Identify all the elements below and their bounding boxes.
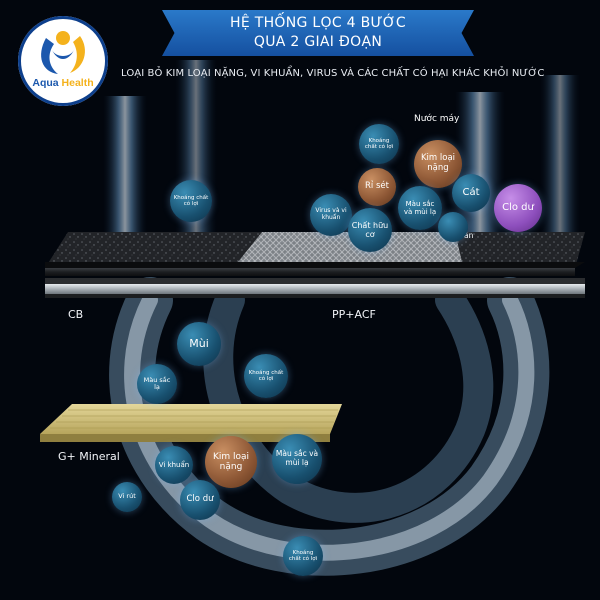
silver-layer <box>45 284 585 294</box>
bubble-chat-huu-co: Chất hữu cơ <box>348 208 392 252</box>
title-banner: HỆ THỐNG LỌC 4 BƯỚC QUA 2 GIAI ĐOẠN <box>162 10 474 56</box>
g-mineral-layer <box>40 404 342 434</box>
logo-emblem-icon <box>41 31 85 74</box>
title-line-2: QUA 2 GIAI ĐOẠN <box>253 34 383 50</box>
bubble-ri-set: Rỉ sét <box>358 168 396 206</box>
aquahealth-logo: Aqua Health <box>18 16 108 106</box>
pp-acf-mesh <box>238 232 462 262</box>
bubble-vi-khuan: Vi khuẩn <box>155 446 193 484</box>
label-pp-acf: PP+ACF <box>332 308 376 321</box>
label-nuoc-may: Nước máy <box>414 114 460 124</box>
bubble-kim-loai-nang-bottom: Kim loại nặng <box>205 436 257 488</box>
bubble-khoang-chat-bottom: Khoáng chất có lợi <box>283 536 323 576</box>
bubble-cat: Cát <box>452 174 490 212</box>
bubble-mau-sac-mui-la-bottom: Màu sắc và mùi lạ <box>272 434 322 484</box>
label-cb: CB <box>68 308 84 321</box>
bubble-khoang-chat-top: Khoáng chất có lợi <box>359 124 399 164</box>
bubble-mau-sac-la-left: Màu sắc lạ <box>137 364 177 404</box>
label-g-mineral: G+ Mineral <box>58 450 120 463</box>
logo-word-aqua: Aqua <box>32 77 59 89</box>
bubble-mau-sac-mui-la-top: Màu sắc và mùi lạ <box>398 186 442 230</box>
logo-wordmark: Aqua Health <box>18 77 108 89</box>
bubble-khoang-chat-left: Khoáng chất có lợi <box>170 180 212 222</box>
bubble-chat-ran <box>438 212 468 242</box>
subtitle: LOẠI BỎ KIM LOẠI NẶNG, VI KHUẨN, VIRUS V… <box>121 68 545 79</box>
bubble-virus-vi-khuan: Virus và vi khuẩn <box>310 194 352 236</box>
logo-word-health: Health <box>61 77 94 89</box>
bubble-vi-rut: Vi rút <box>112 482 142 512</box>
title-line-1: HỆ THỐNG LỌC 4 BƯỚC <box>230 15 406 31</box>
bubble-clo-du-top: Clo dư <box>494 184 542 232</box>
bubble-kim-loai-nang-top: Kim loại nặng <box>414 140 462 188</box>
bubble-khoang-chat-mid: Khoáng chất có lợi <box>244 354 288 398</box>
bubble-clo-du-bottom: Clo dư <box>180 480 220 520</box>
bubble-mui: Mùi <box>177 322 221 366</box>
